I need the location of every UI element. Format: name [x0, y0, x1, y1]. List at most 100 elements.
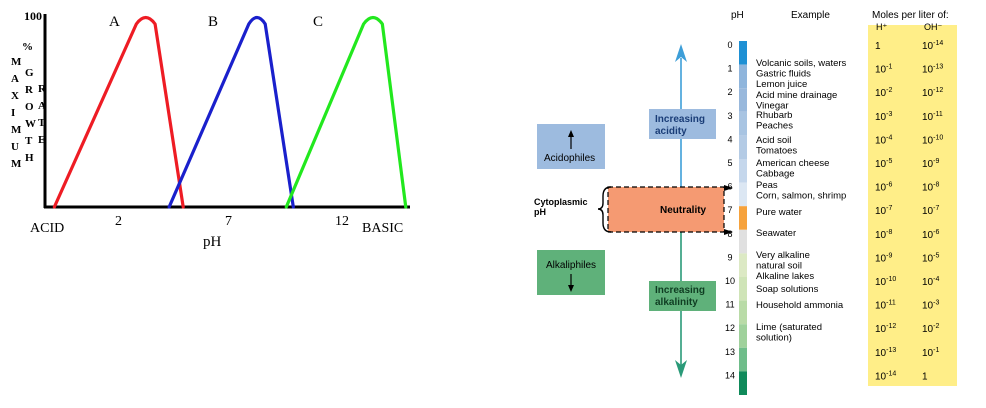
y-axis-letter: A [11, 73, 19, 85]
oh-mantissa: 1 [922, 371, 928, 382]
example-substance: Gastric fluids [756, 69, 811, 80]
h-mantissa: 10 [875, 112, 887, 123]
oh-mantissa: 10 [922, 301, 934, 312]
ph-color-bar-segment [739, 324, 747, 348]
h-exponent: -2 [886, 87, 892, 94]
example-substance: Seawater [756, 228, 796, 239]
example-substance: Rhubarb [756, 110, 792, 121]
oh-exponent: -14 [933, 40, 943, 47]
h-exponent: -14 [886, 370, 896, 377]
h-exponent: -12 [886, 323, 896, 330]
y-axis-letter: T [25, 135, 33, 147]
oh-concentration: 10-13 [922, 64, 943, 76]
moles-column-header: Moles per liter of: [872, 10, 949, 21]
h-mantissa: 1 [875, 41, 881, 52]
y-axis-letter: O [25, 101, 34, 113]
oh-exponent: -11 [933, 111, 943, 118]
oh-mantissa: 10 [922, 230, 934, 241]
increasing-alkalinity-label-line2: alkalinity [655, 297, 698, 308]
h-mantissa: 10 [875, 183, 887, 194]
oh-concentration: 10-11 [922, 111, 943, 123]
ph-column-header: pH [731, 10, 744, 21]
ph-value-5: 5 [727, 158, 732, 168]
moles-column-background [868, 25, 957, 386]
x-axis-tick-12: 12 [335, 214, 349, 229]
x-axis-right-label: BASIC [362, 221, 403, 236]
ph-color-bar-segment [739, 88, 747, 112]
down-arrow-icon-head [568, 285, 574, 292]
oh-mantissa: 10 [922, 348, 934, 359]
h-ion-header: H⁺ [876, 22, 887, 32]
example-substance: Household ammonia [756, 300, 844, 311]
oh-ion-header: OH⁻ [924, 22, 943, 32]
h-mantissa: 10 [875, 277, 887, 288]
ph-value-11: 11 [725, 300, 734, 310]
example-substance: American cheese [756, 158, 829, 169]
growth-curve-a [52, 15, 185, 209]
y-axis-letter: M [11, 56, 22, 68]
h-mantissa: 10 [875, 348, 887, 359]
h-concentration: 10-10 [875, 276, 896, 288]
x-axis-tick-7: 7 [225, 214, 232, 229]
increasing-alkalinity-box [649, 281, 716, 311]
increasing-acidity-label-line2: acidity [655, 126, 687, 137]
oh-exponent: -7 [933, 205, 939, 212]
example-substance: Corn, salmon, shrimp [756, 191, 846, 202]
cytoplasmic-ph-label-line2: pH [534, 207, 546, 217]
example-substance: Peaches [756, 121, 793, 132]
oh-exponent: -6 [933, 229, 939, 236]
alkaliphiles-label: Alkaliphiles [546, 260, 596, 271]
example-substance: Acid mine drainage [756, 90, 837, 101]
oh-concentration: 10-4 [922, 276, 939, 288]
h-exponent: -1 [886, 64, 892, 71]
oh-mantissa: 10 [922, 206, 934, 217]
example-substance: natural soil [756, 261, 802, 272]
neutrality-box [607, 186, 725, 233]
cytoplasmic-brace [597, 186, 612, 233]
example-substance: Acid soil [756, 135, 791, 146]
curve-label-b: B [208, 14, 218, 30]
oh-exponent: -1 [933, 347, 939, 354]
h-mantissa: 10 [875, 65, 887, 76]
ph-color-bar-segment [739, 111, 747, 136]
ph-color-bar-segment [739, 253, 747, 277]
h-exponent: -9 [886, 252, 892, 259]
oh-mantissa: 10 [922, 112, 934, 123]
y-axis-letter: M [11, 124, 22, 136]
h-mantissa: 10 [875, 371, 887, 382]
neutrality-top-arrow [724, 185, 733, 191]
ph-color-bar-segment [739, 371, 747, 395]
oh-concentration: 10-12 [922, 87, 943, 99]
ph-value-1: 1 [727, 64, 732, 74]
y-axis-letter: A [38, 100, 46, 112]
example-substance: Tomatoes [756, 146, 797, 157]
ph-value-6: 6 [727, 182, 732, 192]
example-substance: Vinegar [756, 101, 789, 112]
h-concentration: 10-8 [875, 229, 892, 241]
oh-concentration: 10-5 [922, 252, 939, 264]
ph-color-bar-segment [739, 300, 747, 325]
oh-mantissa: 10 [922, 41, 934, 52]
h-exponent: -3 [886, 111, 892, 118]
increasing-alkalinity-label-line1: Increasing [655, 285, 705, 296]
oh-exponent: -12 [933, 87, 943, 94]
h-exponent: -4 [886, 134, 892, 141]
ph-value-8: 8 [727, 229, 732, 239]
ph-color-bar-segment [739, 206, 747, 230]
ph-value-7: 7 [727, 205, 732, 215]
example-substance: Lemon juice [756, 79, 807, 90]
growth-curve-c [284, 15, 408, 209]
oh-mantissa: 10 [922, 159, 934, 170]
oh-concentration: 10-8 [922, 182, 939, 194]
oh-concentration: 10-14 [922, 40, 943, 52]
ph-value-10: 10 [725, 276, 735, 286]
oh-concentration: 10-3 [922, 300, 939, 312]
oh-exponent: -4 [933, 276, 939, 283]
h-concentration: 1 [875, 41, 881, 52]
oh-exponent: -10 [933, 134, 943, 141]
